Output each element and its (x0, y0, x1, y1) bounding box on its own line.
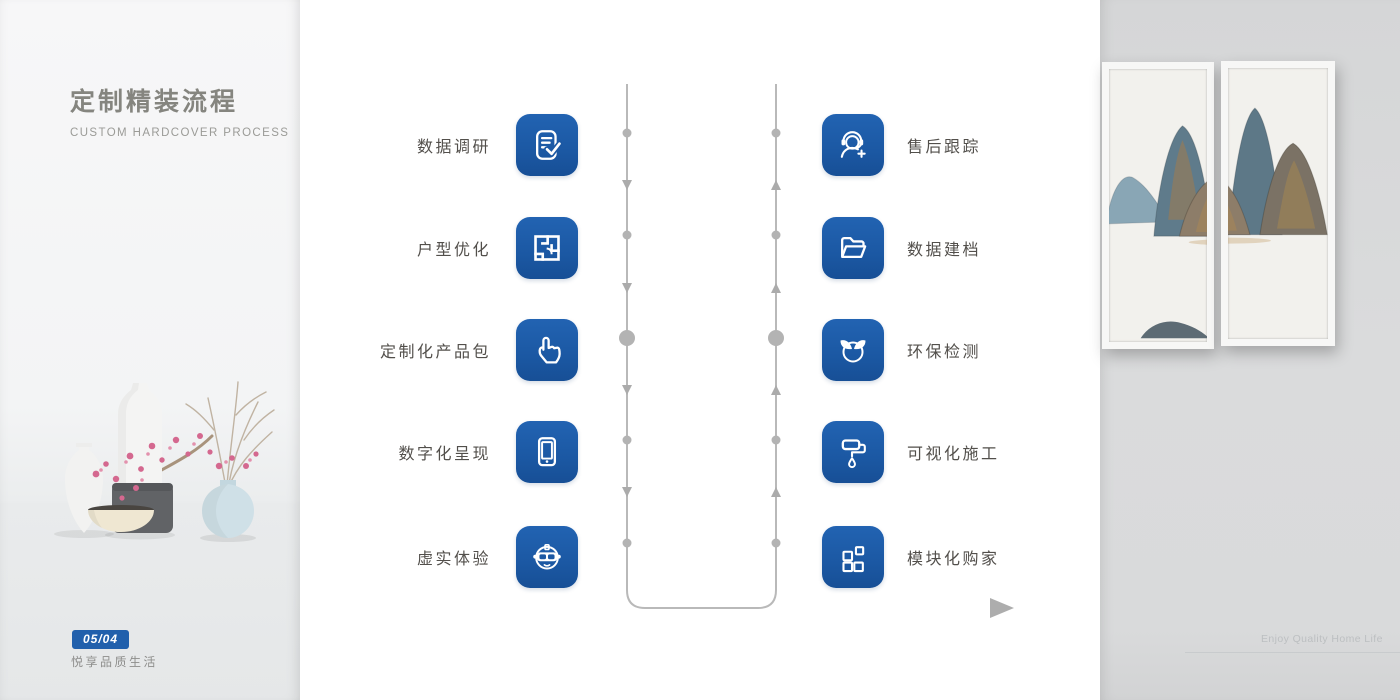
eco-leaf-icon (822, 319, 884, 381)
vase-still-life-image (54, 381, 275, 542)
right-arrow-icon (990, 598, 1014, 618)
step-floorplan-optimization: 户型优化 (300, 217, 578, 279)
flow-connector-lines (619, 84, 1014, 618)
up-arrow-icon (771, 180, 781, 497)
right-footer-caption: Enjoy Quality Home Life (1261, 633, 1383, 645)
tablet-icon (516, 421, 578, 483)
step-modular-purchase: 模块化购家 (822, 526, 1000, 588)
blossoms (92, 433, 259, 501)
step-label: 虚实体验 (416, 549, 491, 568)
vr-headset-icon (516, 526, 578, 588)
folder-icon (822, 217, 884, 279)
step-label: 数据建档 (907, 240, 982, 259)
step-data-archiving: 数据建档 (822, 217, 981, 279)
title-block: 定制精装流程 CUSTOM HARDCOVER PROCESS (70, 82, 289, 139)
step-label: 可视化施工 (907, 444, 1000, 463)
step-label: 环保检测 (907, 342, 982, 361)
right-photo-panel: Enjoy Quality Home Life (1100, 0, 1400, 700)
step-data-research: 数据调研 (300, 114, 578, 176)
down-arrow-icon (622, 180, 632, 497)
page-title: 定制精装流程 (70, 87, 239, 116)
step-label: 售后跟踪 (907, 137, 982, 156)
step-visual-construction: 可视化施工 (822, 421, 1000, 483)
step-digital-presentation: 数字化呈现 (300, 421, 578, 483)
document-check-icon (516, 114, 578, 176)
page-number-badge: 05/04 (72, 630, 130, 649)
caption-underline (1185, 652, 1400, 653)
step-custom-product-package: 定制化产品包 (300, 319, 578, 381)
step-label: 定制化产品包 (379, 342, 491, 361)
page-subtitle: CUSTOM HARDCOVER PROCESS (70, 127, 290, 139)
step-label: 数据调研 (416, 137, 491, 156)
paint-roller-icon (822, 421, 884, 483)
step-label: 模块化购家 (907, 549, 1000, 568)
footer-tagline: 悦享品质生活 (71, 655, 159, 669)
step-virtual-experience: 虚实体验 (300, 526, 578, 588)
process-flow-panel: 数据调研 户型优化 (300, 0, 1100, 700)
wall-art-frame-right (1221, 61, 1335, 346)
wall-art-frame-left (1102, 62, 1214, 349)
support-agent-icon (822, 114, 884, 176)
step-after-sales-tracking: 售后跟踪 (822, 114, 981, 176)
step-label: 户型优化 (416, 240, 491, 259)
step-eco-testing: 环保检测 (822, 319, 981, 381)
modules-icon (822, 526, 884, 588)
floorplan-icon (516, 217, 578, 279)
left-photo-panel: 定制精装流程 CUSTOM HARDCOVER PROCESS (0, 0, 300, 700)
step-label: 数字化呈现 (398, 444, 491, 463)
hand-click-icon (516, 319, 578, 381)
